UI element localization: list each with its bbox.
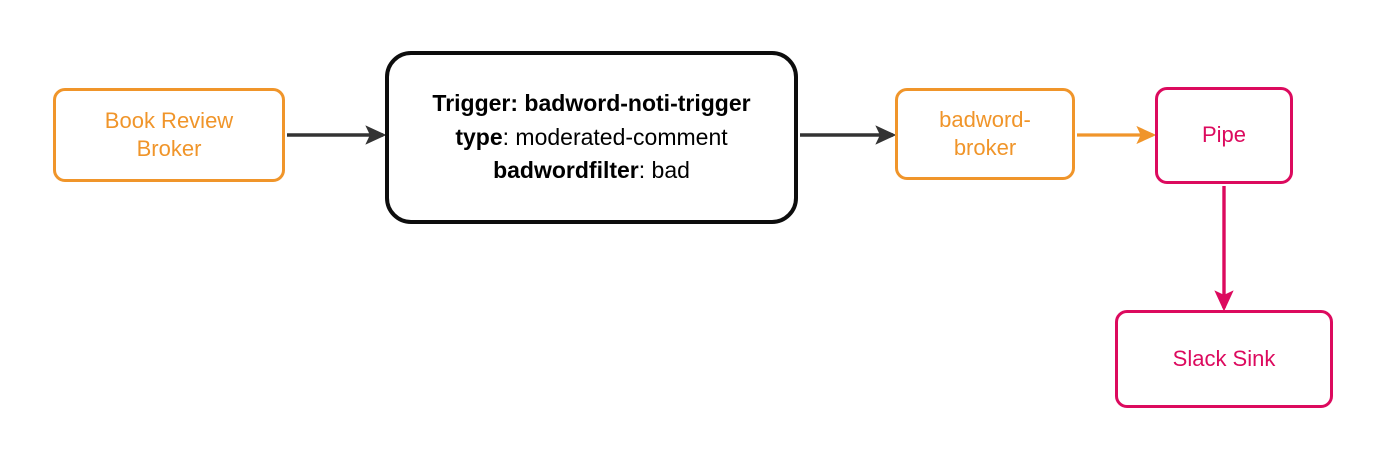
node-label-line: Pipe — [1201, 122, 1247, 148]
trigger-line-2-value: : moderated-comment — [502, 123, 728, 150]
trigger-line-1-key: Trigger: badword-noti-trigger — [432, 90, 751, 117]
node-pipe-label: Pipe — [1202, 121, 1246, 149]
node-pipe[interactable]: Pipe — [1155, 87, 1293, 184]
node-badword-broker[interactable]: badword- broker — [895, 88, 1075, 180]
node-trigger-label: Trigger: badword-noti-trigger type: mode… — [389, 87, 794, 187]
trigger-line-3-value: : bad — [638, 157, 690, 184]
node-badword-broker-label: badword- broker — [939, 106, 1031, 162]
trigger-line-1: Trigger: badword-noti-trigger — [432, 90, 750, 116]
node-slack-sink[interactable]: Slack Sink — [1115, 310, 1333, 408]
node-book-review-broker-label: Book Review Broker — [105, 107, 233, 163]
node-slack-sink-label: Slack Sink — [1173, 345, 1276, 373]
trigger-line-3: badwordfilter: bad — [493, 157, 690, 183]
trigger-line-3-key: badwordfilter — [493, 157, 639, 184]
node-label-line: broker — [953, 135, 1017, 160]
trigger-line-2: type: moderated-comment — [455, 124, 727, 150]
trigger-line-2-key: type — [455, 123, 503, 150]
node-book-review-broker[interactable]: Book Review Broker — [53, 88, 285, 182]
node-label-line: Broker — [136, 136, 202, 161]
node-label-line: Book Review — [104, 107, 234, 133]
node-trigger[interactable]: Trigger: badword-noti-trigger type: mode… — [385, 51, 798, 224]
node-label-line: Slack Sink — [1172, 345, 1276, 371]
node-label-line: badword- — [939, 106, 1031, 132]
